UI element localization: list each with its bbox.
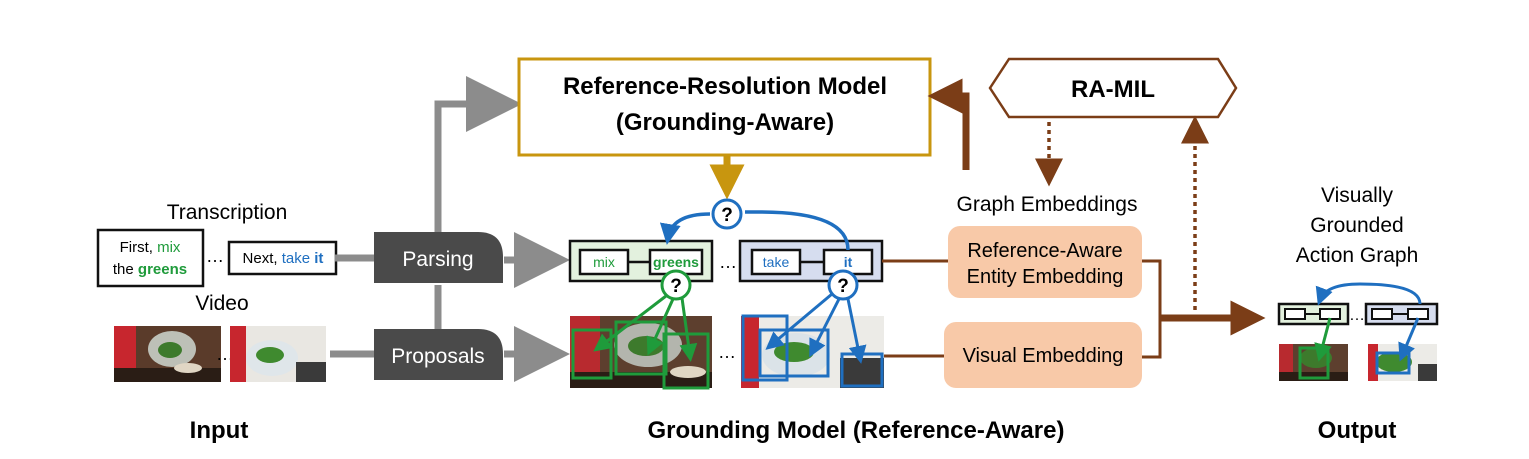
output-title-line3: Action Graph: [1296, 244, 1419, 267]
output-caption: Output: [1318, 417, 1397, 444]
transcript-box-1-line1: First, mix: [120, 239, 181, 256]
transcription-label: Transcription: [167, 201, 288, 224]
it-to-box3-arrow: [846, 298, 867, 364]
input-video-frame-1: [114, 326, 221, 382]
output-reference-arc: [1315, 282, 1422, 306]
blue-proposal-box-1: [741, 314, 789, 382]
output-blue-box: [1375, 351, 1411, 375]
reference-arc-left: [659, 212, 711, 245]
greens-question-circle: [660, 269, 692, 301]
greens-to-box3-arrow: [679, 297, 698, 362]
green-proposal-box-2: [614, 320, 668, 376]
greens-to-box1-arrow: [593, 294, 667, 352]
reference-question-circle: [711, 198, 743, 230]
output-node-1-slot-b: [1319, 308, 1341, 320]
reference-aware-entity-embedding-box: [948, 226, 1142, 298]
node-it: [822, 248, 874, 276]
embeddings-to-model-arrow: [927, 78, 970, 170]
entity-embedding-line1: Reference-Aware: [967, 240, 1122, 262]
transcript-box-1-line2: the greens: [113, 261, 187, 278]
node-it-label: it: [844, 254, 853, 270]
it-to-box2-arrow: [809, 298, 841, 358]
parsing-label: Parsing: [402, 248, 473, 271]
visual-embedding-label: Visual Embedding: [963, 345, 1124, 367]
output-frame-1: [1279, 344, 1348, 381]
parsing-to-model-arrow: [434, 76, 522, 234]
it-question-circle: [827, 269, 859, 301]
it-to-box1-arrow: [765, 292, 833, 350]
entity-merge-line: [1142, 259, 1162, 359]
output-node-2-slot-a: [1371, 308, 1393, 320]
proposals-label: Proposals: [391, 345, 484, 368]
input-video-ellipsis: …: [216, 344, 234, 364]
reference-resolution-model-box: [517, 57, 932, 157]
grounding-caption: Grounding Model (Reference-Aware): [648, 417, 1065, 444]
node-take-label: take: [763, 254, 790, 270]
video-label: Video: [195, 292, 248, 315]
it-question-mark: ?: [837, 276, 849, 297]
parsing-box: [374, 232, 503, 283]
reference-arc: [745, 210, 850, 251]
ramil-label: RA-MIL: [1071, 76, 1155, 103]
input-caption: Input: [190, 417, 249, 444]
greens-to-box2-arrow: [646, 298, 675, 356]
node-mix-label: mix: [593, 254, 615, 270]
output-green-box: [1298, 346, 1330, 380]
frames-ellipsis: …: [718, 342, 736, 362]
blue-proposal-box-2: [758, 328, 830, 378]
node-take: [750, 248, 802, 276]
output-node1-to-frame-arrow: [1314, 317, 1332, 362]
ramil-box: [988, 57, 1238, 119]
output-node-2-slot-b: [1407, 308, 1429, 320]
visual-embedding-box: [944, 322, 1142, 388]
greens-question-mark: ?: [670, 276, 682, 297]
rr-model-title-line2: (Grounding-Aware): [616, 109, 834, 136]
transcript-ellipsis: …: [206, 246, 224, 266]
graph-ellipsis: …: [719, 252, 737, 272]
transcript-box-2: [227, 240, 338, 276]
entity-embedding-line2: Entity Embedding: [967, 266, 1124, 288]
green-proposal-box-1: [571, 328, 613, 380]
output-title-line2: Grounded: [1310, 214, 1403, 237]
transcript-box-2-text: Next, take it: [243, 250, 324, 267]
input-video-frame-2: [230, 326, 326, 382]
output-node2-to-frame-arrow: [1398, 317, 1420, 362]
graph-embeddings-label: Graph Embeddings: [957, 193, 1138, 216]
reference-question-mark: ?: [721, 205, 733, 226]
output-node-1-slot-a: [1284, 308, 1306, 320]
output-graph-ellipsis: …: [1349, 307, 1365, 324]
transcript-box-1: [96, 228, 205, 288]
node-greens-label: greens: [653, 254, 699, 270]
proposals-box: [374, 329, 503, 380]
output-title-line1: Visually: [1321, 184, 1393, 207]
rr-model-title-line1: Reference-Resolution Model: [563, 73, 887, 100]
